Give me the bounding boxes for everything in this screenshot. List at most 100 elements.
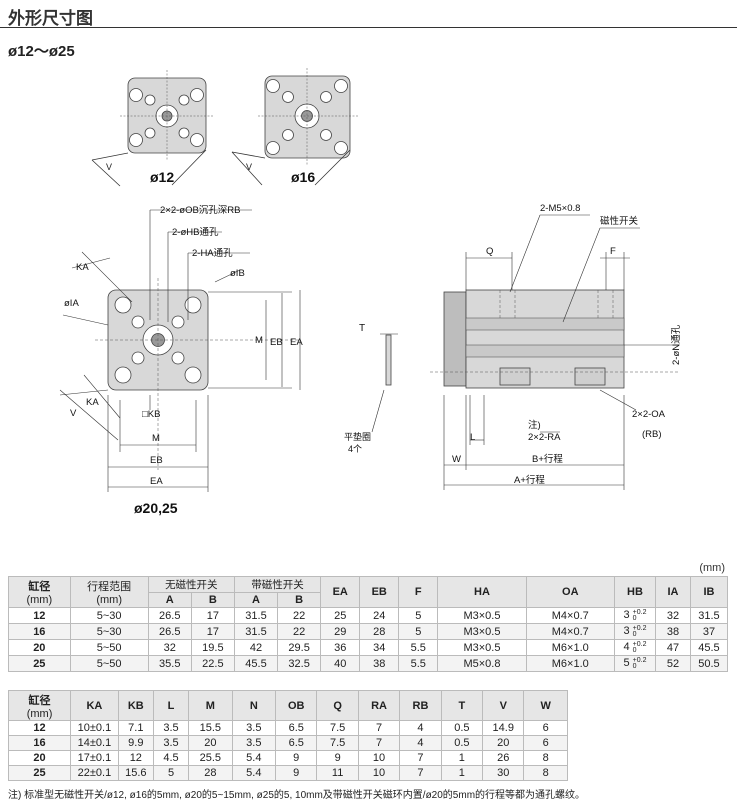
- cell-ha: M5×0.8: [437, 655, 527, 672]
- cell-ra: 7: [357, 735, 401, 751]
- cell-kb: 15.6: [117, 765, 154, 781]
- cell-bore: 20: [7, 750, 72, 766]
- cell-a1: 26.5: [147, 607, 192, 624]
- cell-w: 8: [523, 765, 568, 781]
- header-v: V: [482, 690, 525, 721]
- cell-ra: 10: [357, 750, 401, 766]
- dim-eb-horizontal: EB: [150, 455, 163, 466]
- header-bore: 缸径 (mm): [8, 576, 71, 608]
- cell-ka: 14±0.1: [70, 735, 119, 751]
- front-view-bore-12: [91, 70, 214, 187]
- hb-tol-lower: 0: [632, 662, 637, 670]
- dim-ea-vertical: EA: [290, 337, 303, 348]
- cell-w: 6: [523, 735, 568, 751]
- cell-t: 0.5: [440, 735, 484, 751]
- header-kb: KB: [117, 690, 154, 721]
- hb-tol-upper: +0.2: [632, 608, 647, 616]
- cell-t: 0.5: [440, 720, 484, 736]
- cell-t: 1: [440, 765, 484, 781]
- hb-value: 5: [623, 657, 630, 670]
- hb-tol-upper: +0.2: [632, 624, 647, 632]
- header-bore-2: 缸径 (mm): [7, 690, 72, 721]
- cell-ib: 37: [689, 623, 729, 640]
- cell-eb: 38: [359, 655, 400, 672]
- cell-rb: 4: [399, 720, 442, 736]
- header-a-with-switch: A: [233, 592, 279, 608]
- cell-ib: 31.5: [689, 607, 729, 624]
- header-w: W: [523, 690, 568, 721]
- cell-kb: 7.1: [117, 720, 154, 736]
- hb-tol-lower: 0: [632, 646, 637, 654]
- cell-bore: 16: [8, 623, 71, 640]
- header-bore-2-label: 缸径: [28, 694, 51, 707]
- callout-m5: 2-M5×0.8: [540, 203, 580, 214]
- cell-q: 7.5: [316, 735, 359, 751]
- cell-ha: M3×0.5: [437, 607, 527, 624]
- cell-f: 5: [398, 623, 439, 640]
- label-bore-12: ø12: [150, 169, 174, 185]
- label-bore-16: ø16: [291, 169, 315, 185]
- dim-v-small-12: V: [106, 162, 112, 172]
- callout-ra: 2×2-RA: [528, 432, 561, 443]
- header-ra: RA: [357, 690, 401, 721]
- callout-ob: 2×2-øOB沉孔深RB: [160, 205, 241, 216]
- cell-ha: M3×0.5: [437, 623, 527, 640]
- cell-oa: M4×0.7: [525, 607, 615, 624]
- hb-value: 3: [623, 609, 630, 622]
- cell-ia: 47: [655, 639, 691, 656]
- cell-stroke: 5~50: [69, 655, 149, 672]
- cell-kb: 9.9: [117, 735, 154, 751]
- header-oa: OA: [525, 576, 615, 608]
- cell-a1: 32: [147, 639, 192, 656]
- header-ia: IA: [655, 576, 691, 608]
- note-mark: 注): [528, 419, 541, 431]
- cell-ra: 10: [357, 765, 401, 781]
- header-bore-2-unit: (mm): [26, 707, 53, 720]
- cell-stroke: 5~50: [69, 639, 149, 656]
- cell-m: 20: [188, 735, 233, 751]
- cell-b1: 17: [190, 623, 235, 640]
- dim-l: L: [470, 432, 475, 443]
- cell-b2: 22: [277, 607, 322, 624]
- dim-a-stroke: A+行程: [514, 474, 545, 486]
- cell-a1: 26.5: [147, 623, 192, 640]
- cell-stroke: 5~30: [69, 623, 149, 640]
- cell-eb: 28: [359, 623, 400, 640]
- cell-ob: 9: [275, 765, 318, 781]
- hb-tol-lower: 0: [632, 614, 637, 622]
- header-ib: IB: [689, 576, 729, 608]
- cell-ra: 7: [357, 720, 401, 736]
- cell-oa: M4×0.7: [525, 623, 615, 640]
- hb-value: 4: [623, 641, 630, 654]
- header-bore-label: 缸径: [28, 581, 51, 593]
- cell-q: 11: [316, 765, 359, 781]
- header-n: N: [231, 690, 277, 721]
- dim-ka-bottom: KA: [86, 397, 99, 408]
- dim-t: T: [359, 323, 365, 334]
- cell-rb: 7: [399, 765, 442, 781]
- cell-n: 3.5: [231, 720, 277, 736]
- cell-bore: 25: [7, 765, 72, 781]
- cell-ea: 36: [320, 639, 361, 656]
- page-title: 外形尺寸图: [8, 9, 93, 28]
- cell-n: 5.4: [231, 765, 277, 781]
- cell-q: 9: [316, 750, 359, 766]
- header-hb: HB: [613, 576, 657, 608]
- dim-eb-vertical: EB: [270, 337, 283, 348]
- cell-bore: 16: [7, 735, 72, 751]
- cell-v: 20: [482, 735, 525, 751]
- hb-tol-upper: +0.2: [632, 640, 647, 648]
- hb-tol-lower: 0: [632, 630, 637, 638]
- dim-rb: (RB): [642, 429, 662, 440]
